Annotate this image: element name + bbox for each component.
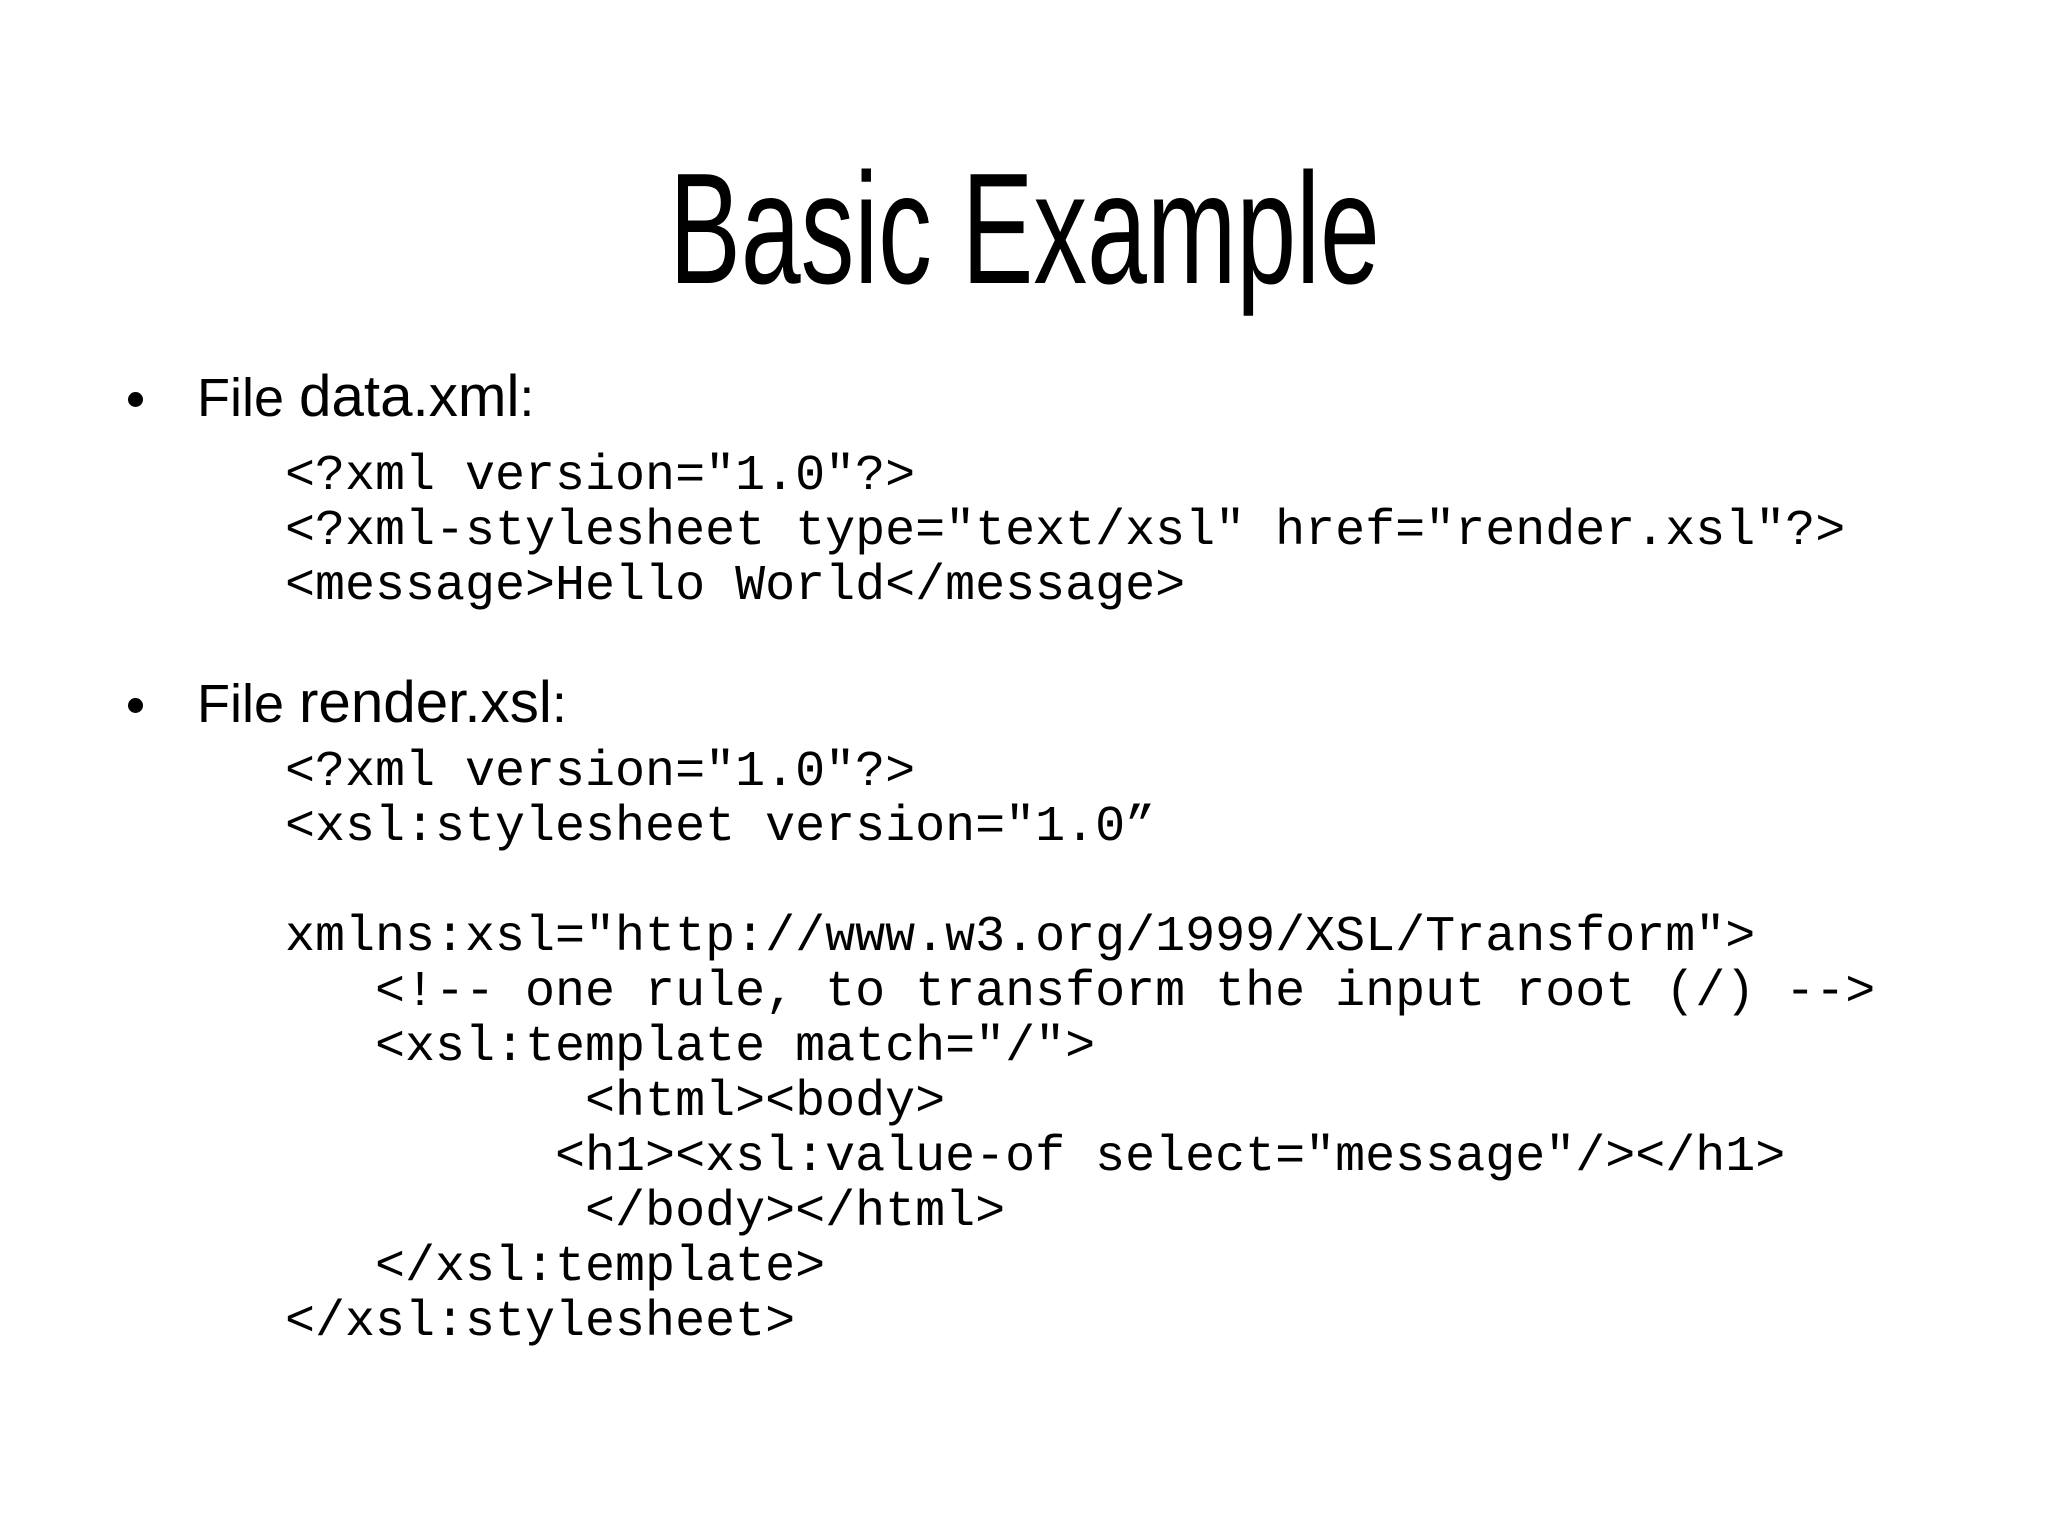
file-label-suffix: : (519, 368, 535, 428)
filename-data-xml: data.xml (299, 364, 520, 429)
page-title-text: Basic Example (668, 141, 1380, 317)
page-title: Basic Example (0, 150, 2048, 308)
filename-render-xsl: render.xsl (299, 670, 552, 735)
list-item: File data.xml: (128, 367, 535, 428)
code-block-data-xml: <?xml version="1.0"?> <?xml-stylesheet t… (285, 448, 1846, 615)
code-block-render-xsl: <?xml version="1.0"?> <xsl:stylesheet ve… (285, 744, 1876, 1351)
file-label-prefix: File (197, 368, 300, 428)
bullet-icon (128, 392, 143, 407)
bullet-label: File render.xsl: (197, 673, 567, 734)
bullet-label: File data.xml: (197, 367, 535, 428)
file-label-prefix: File (197, 674, 300, 734)
file-label-suffix: : (551, 674, 567, 734)
bullet-icon (128, 698, 143, 713)
list-item: File render.xsl: (128, 673, 567, 734)
